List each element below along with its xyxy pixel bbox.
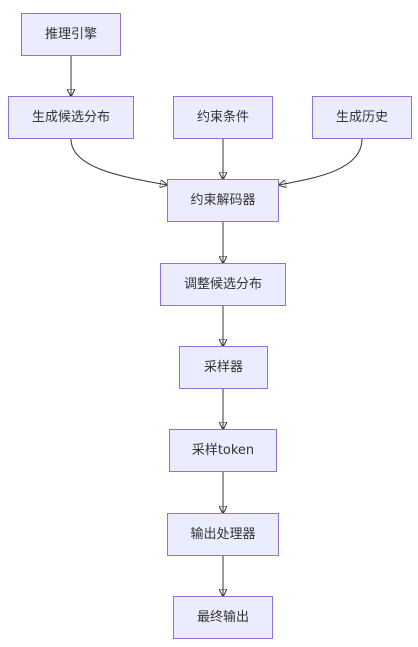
node-generation-history[interactable]: 生成历史: [312, 96, 412, 139]
node-label: 采样器: [203, 360, 243, 375]
edge-generation-history-to-constraint-decoder: [279, 138, 363, 185]
node-label: 采样token: [191, 443, 255, 458]
node-label: 约束解码器: [190, 193, 256, 208]
node-label: 生成历史: [335, 110, 388, 125]
node-generate-candidates[interactable]: 生成候选分布: [8, 96, 134, 139]
node-inference-engine[interactable]: 推理引擎: [21, 13, 121, 56]
node-label: 最终输出: [196, 610, 249, 625]
node-adjust-candidates[interactable]: 调整候选分布: [160, 263, 286, 306]
node-label: 生成候选分布: [31, 110, 110, 125]
node-label: 输出处理器: [190, 527, 256, 542]
node-label: 约束条件: [196, 110, 249, 125]
node-final-output[interactable]: 最终输出: [173, 596, 273, 639]
node-label: 调整候选分布: [183, 277, 262, 292]
node-sampler[interactable]: 采样器: [179, 346, 268, 389]
node-label: 推理引擎: [44, 27, 97, 42]
node-constraint-decoder[interactable]: 约束解码器: [167, 179, 279, 222]
node-output-processor[interactable]: 输出处理器: [167, 513, 279, 556]
edge-generate-candidates-to-constraint-decoder: [70, 138, 167, 185]
node-constraints[interactable]: 约束条件: [173, 96, 273, 139]
node-sample-token[interactable]: 采样token: [169, 429, 277, 472]
